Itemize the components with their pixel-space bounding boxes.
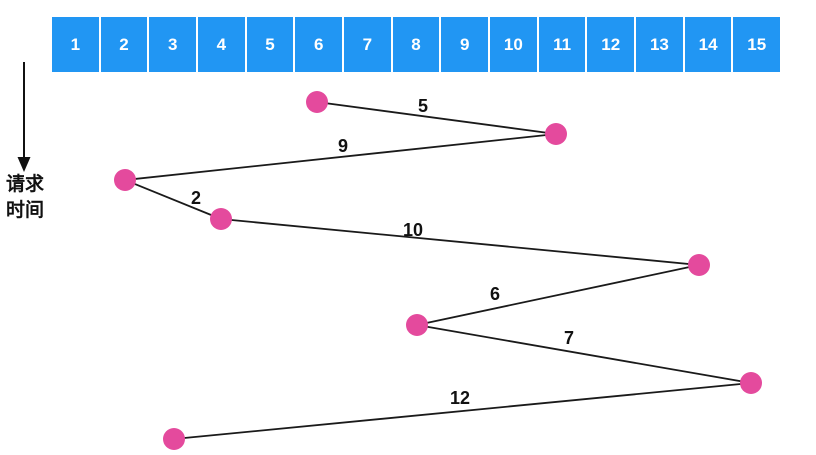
time-axis-label-line2: 时间 [5, 200, 44, 221]
request-dot-track-8 [406, 314, 428, 336]
seek-line-segment-9 [124, 133, 557, 181]
track-cell-13: 13 [636, 17, 683, 72]
seek-line-segment-7 [416, 324, 752, 384]
track-cell-4: 4 [198, 17, 245, 72]
track-cell-10: 10 [490, 17, 537, 72]
seek-distance-label: 6 [490, 284, 500, 304]
track-cell-15: 15 [733, 17, 781, 72]
seek-line-segment-10 [220, 218, 700, 266]
track-cell-7: 7 [344, 17, 391, 72]
track-cell-1: 1 [52, 17, 99, 72]
seek-line-segment-12 [173, 382, 752, 440]
seek-distance-label: 7 [564, 328, 574, 348]
track-cell-12: 12 [587, 17, 635, 72]
track-cell-6: 6 [295, 17, 343, 72]
seek-distance-label: 12 [450, 388, 470, 408]
request-dot-track-15 [740, 372, 762, 394]
request-dot-track-11 [545, 123, 567, 145]
time-axis-label: 请求 时间 [3, 172, 47, 224]
seek-line-segment-6 [416, 264, 700, 326]
request-dot-track-6 [306, 91, 328, 113]
seek-distance-label: 9 [338, 136, 348, 156]
time-arrow-head-icon [17, 157, 31, 172]
request-dot-track-4 [210, 208, 232, 230]
track-cell-14: 14 [684, 17, 732, 72]
request-dot-track-3 [163, 428, 185, 450]
seek-distance-label: 2 [191, 188, 201, 208]
track-cell-8: 8 [392, 17, 440, 72]
time-axis-label-line1: 请求 [5, 174, 44, 195]
track-cell-2: 2 [100, 17, 148, 72]
track-cell-3: 3 [149, 17, 197, 72]
seek-distance-label: 10 [403, 220, 423, 240]
track-cell-11: 11 [538, 17, 586, 72]
seek-distance-label: 5 [418, 96, 428, 116]
seek-line-segment-2 [124, 179, 222, 220]
request-dot-track-2 [114, 169, 136, 191]
request-dot-track-14 [688, 254, 710, 276]
time-arrow [17, 62, 31, 172]
track-cell-5: 5 [246, 17, 294, 72]
seek-line-segment-5 [316, 101, 557, 135]
track-cell-9: 9 [441, 17, 489, 72]
